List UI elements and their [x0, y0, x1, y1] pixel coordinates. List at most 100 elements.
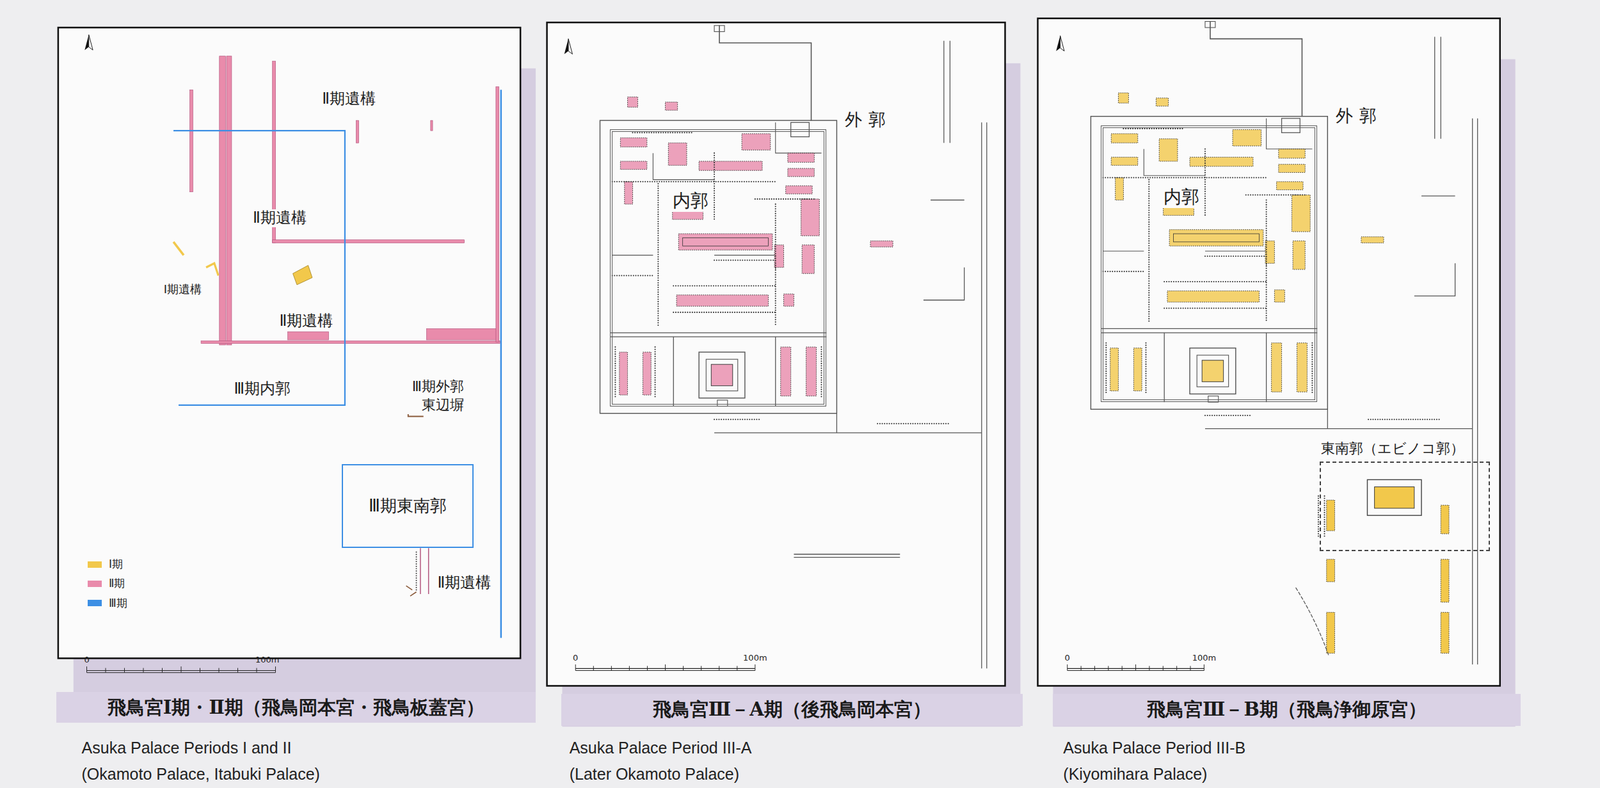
column-row — [713, 152, 715, 220]
building — [1189, 157, 1254, 167]
outer-wall — [1205, 36, 1478, 665]
building — [642, 352, 651, 395]
column-row — [820, 346, 822, 399]
column-row — [612, 274, 654, 276]
scale-tick — [199, 668, 201, 673]
period2-trace — [426, 328, 498, 340]
period3-wall — [500, 89, 503, 638]
scale-tick — [237, 668, 239, 673]
north-arrow — [568, 39, 573, 55]
legend-text: Ⅱ期 — [108, 576, 125, 591]
compound-wall — [612, 122, 822, 271]
building — [1118, 92, 1129, 104]
scale-tick — [754, 664, 756, 671]
hall — [1374, 487, 1415, 509]
scale-tick — [124, 668, 125, 673]
column-row — [1265, 200, 1268, 323]
compound-name: 東南郭（エビノコ郭） — [1320, 440, 1465, 457]
outer-wall — [714, 40, 987, 669]
scale-tick — [1066, 664, 1068, 671]
scale-label: 0 — [1064, 653, 1071, 664]
building — [1292, 240, 1305, 270]
compound-wall — [1100, 328, 1318, 402]
hall — [1201, 360, 1224, 382]
column-row — [1205, 255, 1267, 257]
hall-enclosure — [705, 359, 738, 391]
scale-tick — [700, 665, 702, 671]
column-row — [1103, 176, 1267, 178]
column-row — [673, 284, 776, 287]
building — [1115, 177, 1124, 200]
southeast-compound: Ⅲ期東南郭 — [341, 464, 474, 548]
column-row — [1123, 128, 1185, 130]
legend-swatch — [87, 599, 102, 607]
building-outline — [1173, 233, 1260, 242]
building — [1278, 149, 1305, 159]
period1-trace — [293, 265, 313, 285]
outer-compound-wall — [1090, 116, 1328, 410]
palace-plan — [600, 25, 987, 669]
legend-row: Ⅱ期 — [87, 576, 125, 591]
building — [1110, 348, 1119, 392]
building — [780, 346, 792, 397]
legend-swatch — [87, 580, 102, 587]
period2-trace — [190, 89, 194, 192]
panel-frame — [1037, 18, 1500, 687]
compound-name: Ⅲ期東南郭 — [368, 496, 447, 516]
scale-tick — [664, 664, 666, 671]
scale-tick — [718, 665, 720, 671]
english-caption: Asuka Palace Period III-B (Kiyomihara Pa… — [1063, 734, 1267, 788]
column-row — [1148, 179, 1150, 323]
drain — [1210, 21, 1302, 116]
building — [1326, 612, 1336, 654]
scale-tick — [593, 665, 594, 671]
caption-band-text: 飛鳥宮Ⅲ－A期（後飛鳥岡本宮） — [652, 698, 932, 721]
drain — [719, 25, 811, 121]
building — [870, 240, 893, 248]
building — [1276, 181, 1304, 191]
scale-label: 100m — [255, 655, 280, 665]
compound-name: 内郭 — [1161, 186, 1202, 208]
palace-plan — [1090, 21, 1478, 664]
scale-tick — [1107, 665, 1109, 671]
column-row — [1311, 343, 1313, 395]
column-row — [654, 346, 656, 399]
compound-label: 外郭 — [1334, 105, 1384, 126]
feature-label: Ⅱ期遺構 — [251, 209, 308, 228]
hall-enclosure — [1189, 348, 1236, 395]
feature-label: Ⅱ期遺構 — [277, 312, 335, 331]
scale-tick — [161, 668, 163, 673]
north-arrow — [84, 34, 89, 50]
building — [627, 96, 639, 107]
scale-tick — [1176, 665, 1177, 671]
scale-tick — [105, 668, 107, 673]
hall-enclosure — [698, 352, 745, 399]
building — [619, 352, 628, 395]
building — [1155, 97, 1168, 107]
legend-text: Ⅲ期 — [108, 595, 128, 611]
north-arrow — [1056, 35, 1060, 52]
building — [1271, 343, 1282, 393]
period2-trace — [272, 240, 465, 244]
column-row — [714, 419, 950, 424]
scale-tick — [1203, 664, 1205, 671]
column-row — [1204, 149, 1206, 216]
panel-frame — [58, 27, 521, 658]
legend-row: Ⅰ期 — [87, 557, 123, 572]
column-row — [657, 183, 659, 327]
scale-label: 100m — [1192, 653, 1216, 664]
period3-wall — [173, 130, 345, 406]
building — [1111, 157, 1138, 166]
legend-swatch — [87, 561, 102, 568]
scale-label: 100m — [743, 653, 767, 664]
feature-label: Ⅱ期遺構 — [436, 574, 493, 592]
building — [1169, 229, 1264, 247]
scale-tick — [736, 665, 738, 671]
period1-trace — [206, 263, 219, 276]
building — [1278, 164, 1305, 173]
scale-tick — [143, 668, 144, 673]
column-row — [614, 346, 616, 399]
column-row — [775, 204, 777, 327]
period2-trace — [355, 120, 359, 143]
